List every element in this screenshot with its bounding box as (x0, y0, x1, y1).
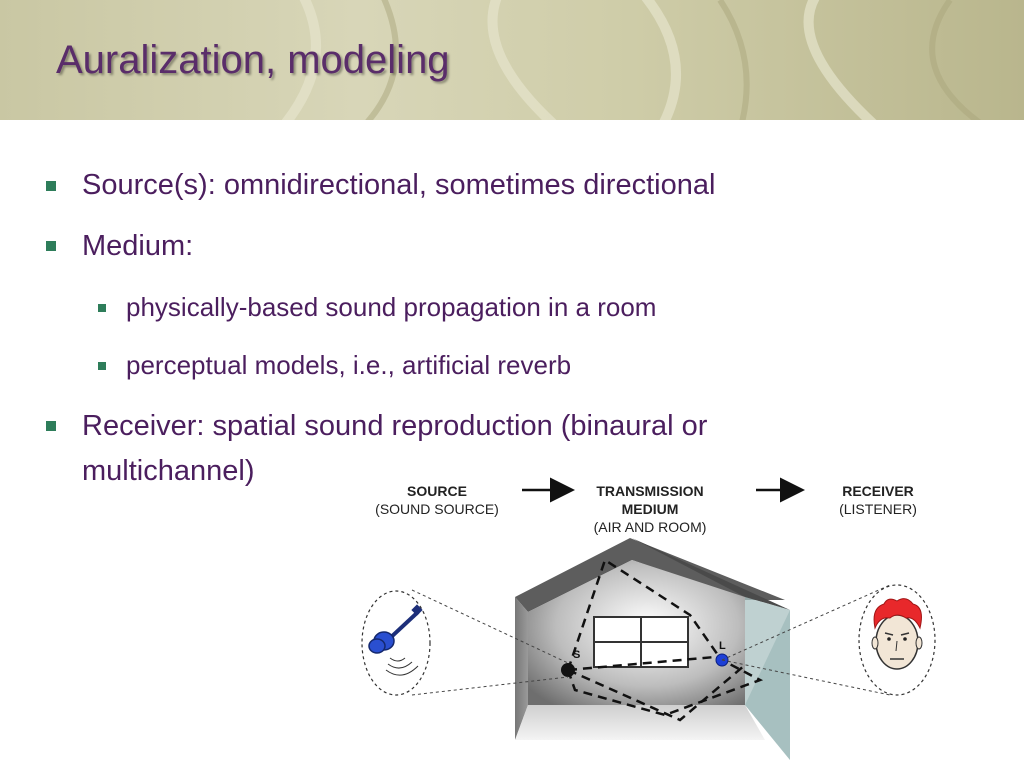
listener-marker-letter: L (719, 640, 726, 652)
diagram-source-label: SOURCE (SOUND SOURCE) (362, 482, 512, 518)
medium-title-2: MEDIUM (621, 501, 679, 517)
sub-bullet-square-icon (98, 362, 106, 370)
sound-rays (566, 558, 764, 722)
diagram-receiver-label: RECEIVER (LISTENER) (820, 482, 936, 518)
guitar-icon (368, 604, 423, 676)
header-decoration (281, 0, 982, 120)
listener-head-icon (871, 598, 923, 670)
sub-bullet-square-icon (98, 304, 106, 312)
medium-subtitle: (AIR AND ROOM) (593, 519, 707, 535)
source-title: SOURCE (407, 483, 467, 499)
bullet-medium-physical: physically-based sound propagation in a … (126, 292, 657, 322)
source-point-marker (561, 663, 575, 677)
bullet-square-icon (46, 421, 56, 431)
header-banner: Auralization, modeling (0, 0, 1024, 120)
receiver-title: RECEIVER (842, 483, 914, 499)
diagram-medium-label: TRANSMISSION MEDIUM (AIR AND ROOM) (570, 482, 730, 536)
bullet-source: Source(s): omnidirectional, sometimes di… (82, 169, 716, 201)
bullet-square-icon (46, 181, 56, 191)
bullet-medium-perceptual: perceptual models, i.e., artificial reve… (126, 350, 572, 380)
bullet-receiver-line1: Receiver: spatial sound reproduction (bi… (82, 410, 708, 442)
receiver-subtitle: (LISTENER) (839, 501, 917, 517)
source-marker-letter: S (573, 649, 580, 661)
page-title: Auralization, modeling (56, 38, 450, 82)
source-subtitle: (SOUND SOURCE) (375, 501, 499, 517)
bullet-medium: Medium: (82, 230, 194, 262)
callout-connectors (411, 584, 891, 696)
bullet-square-icon (46, 241, 56, 251)
bullet-receiver-line2: multichannel) (82, 455, 255, 487)
medium-title-1: TRANSMISSION (596, 483, 704, 499)
room-illustration (515, 538, 790, 760)
